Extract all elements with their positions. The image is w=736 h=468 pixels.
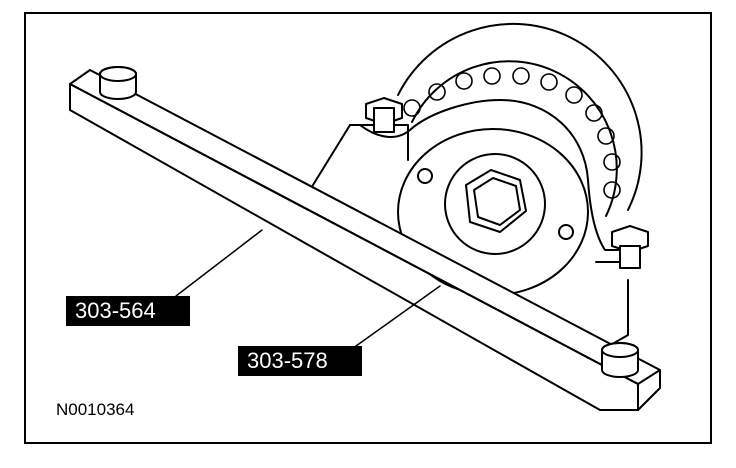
bracket-bolt-right [611,225,649,269]
camshaft-sprocket-chain [397,22,643,217]
bar-bolt-left [99,66,137,100]
callout-tool-303-578: 303-578 [238,346,362,376]
center-hex-bolt [444,153,546,255]
figure-number: N0010364 [56,400,135,419]
bracket-plate [359,99,641,263]
bar-bolt-right [601,342,639,378]
callout-tool-303-564: 303-564 [66,296,190,326]
leader-lines [175,229,441,347]
bracket-bolt-left [365,97,403,133]
alignment-bar [69,69,661,411]
